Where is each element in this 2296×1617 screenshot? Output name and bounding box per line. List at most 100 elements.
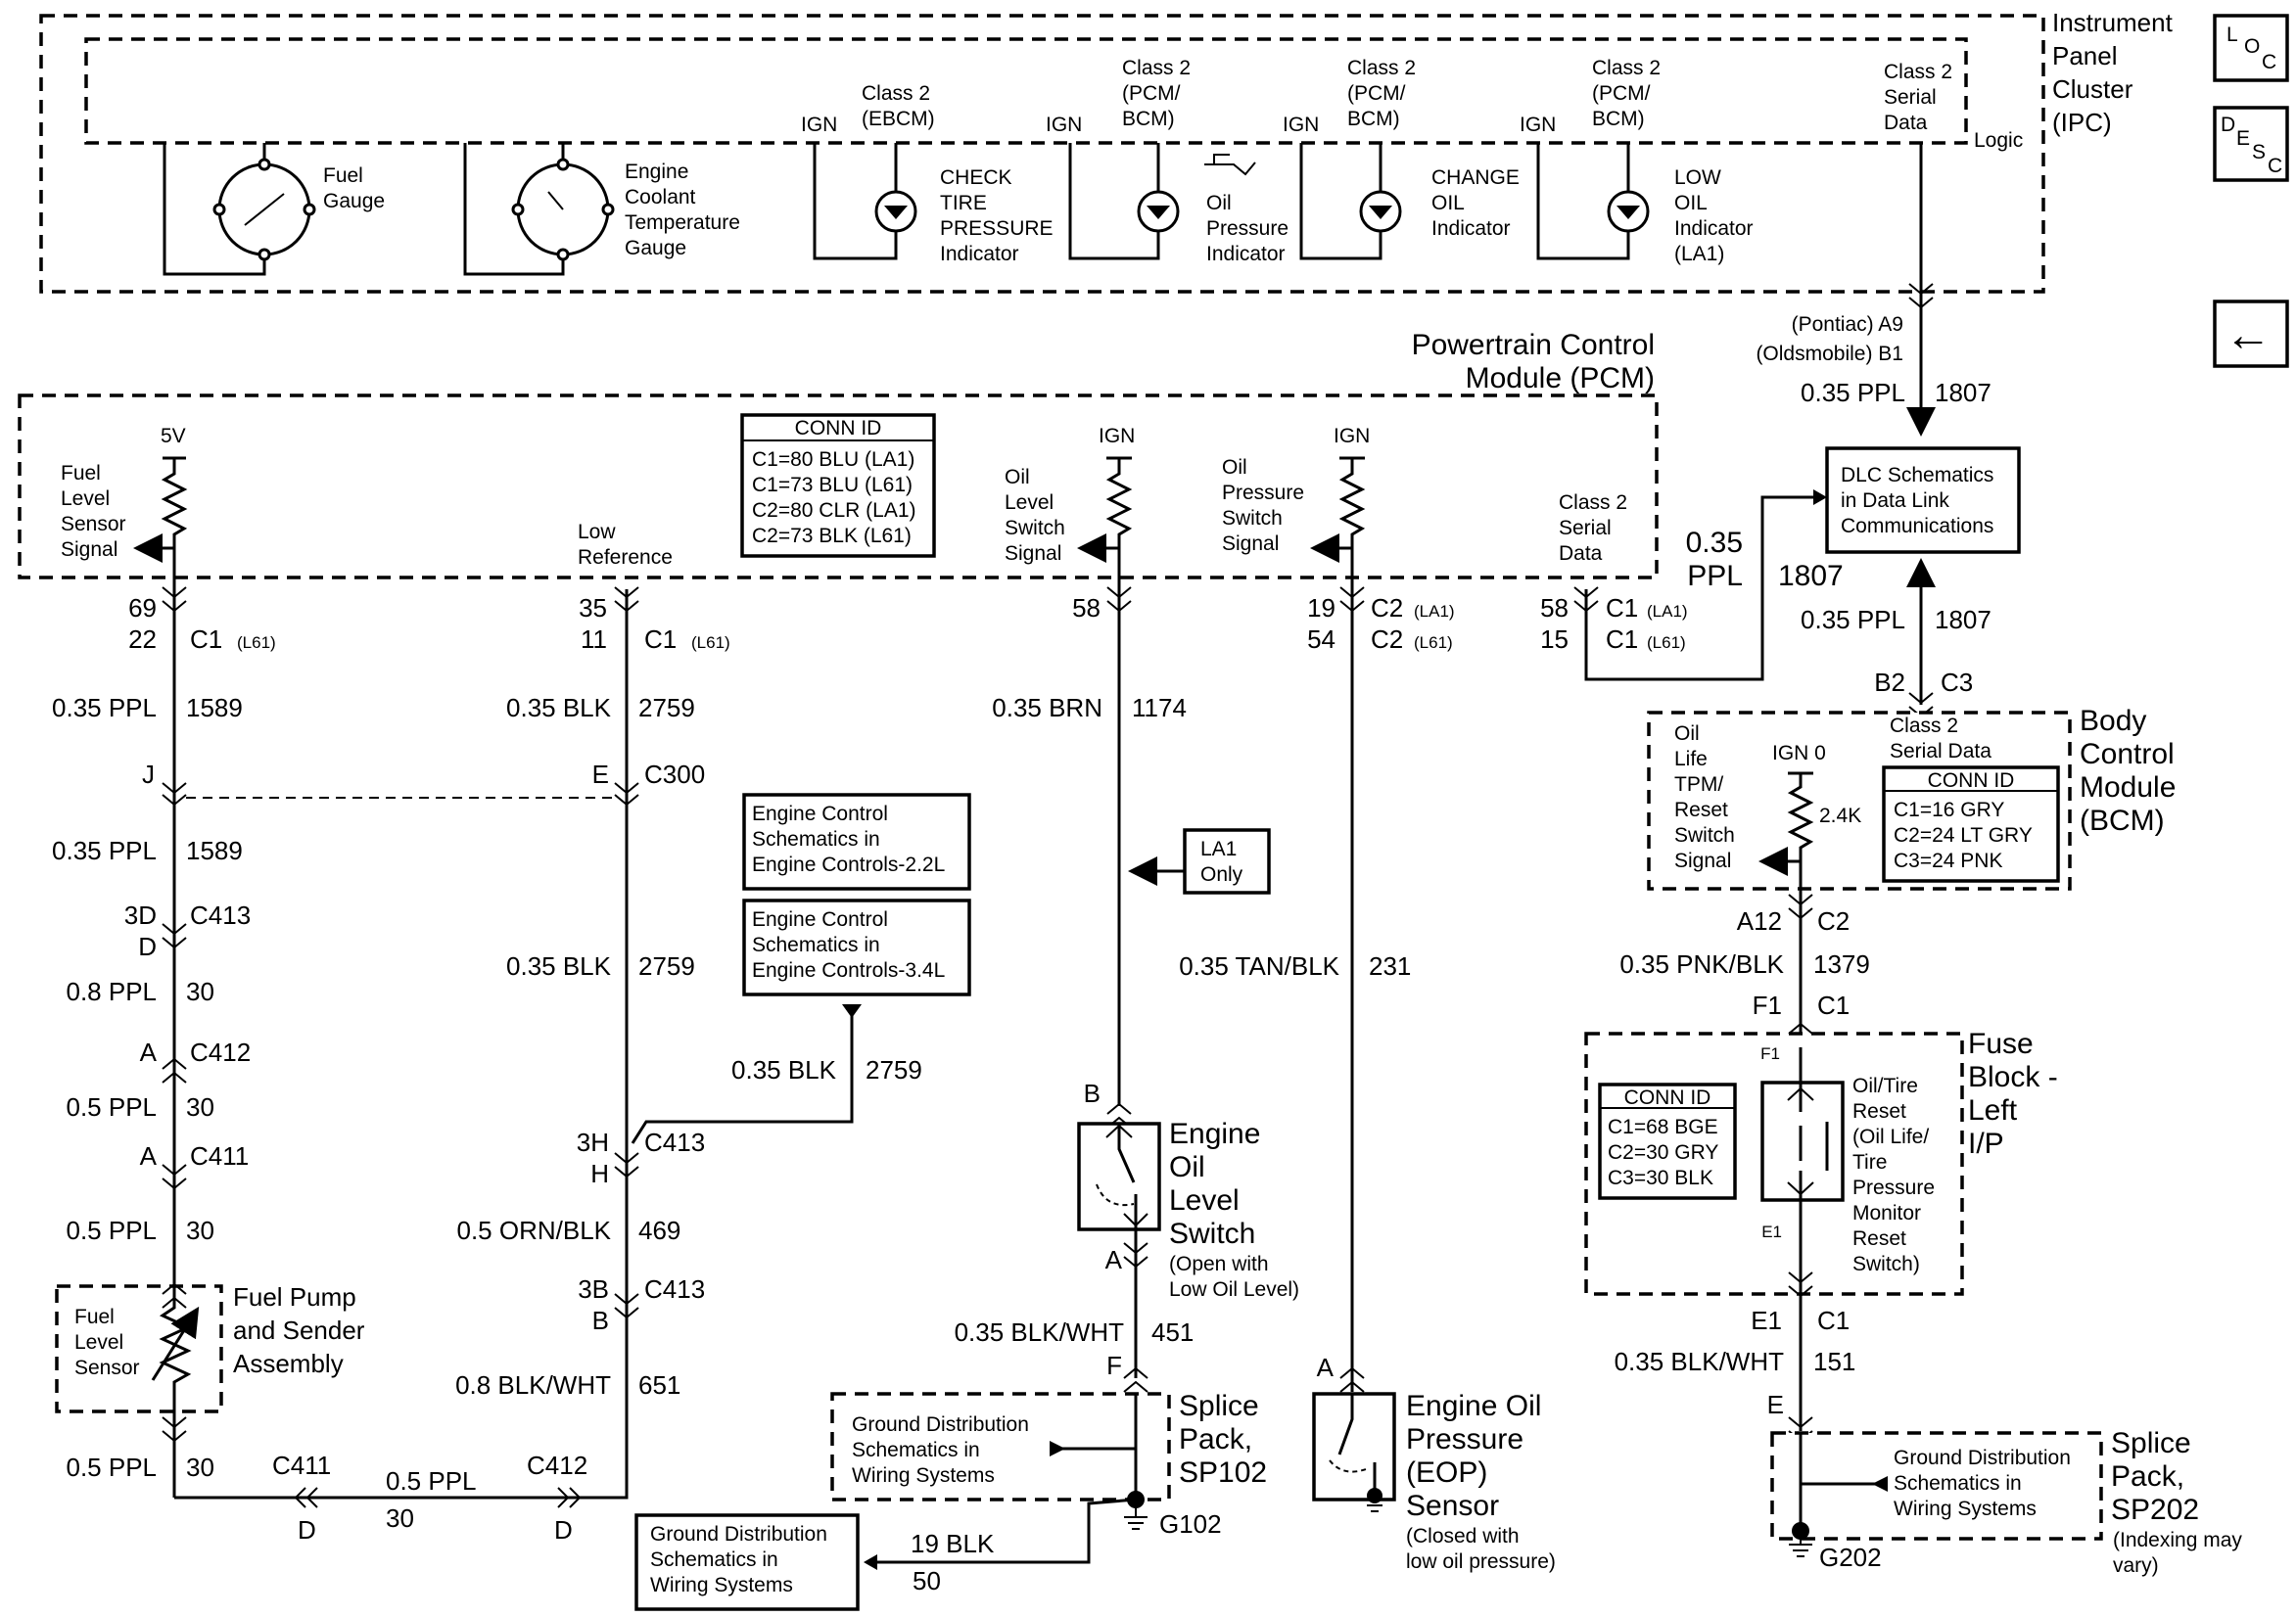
fuel-gauge-terminal-top bbox=[258, 158, 271, 171]
oil-switch-1: Engine bbox=[1169, 1118, 1260, 1150]
c2-c413a: C413 bbox=[644, 1128, 705, 1157]
desc-e: E bbox=[2236, 127, 2250, 150]
pcm-class2-3: Data bbox=[1559, 542, 1603, 565]
engine-control-34-box[interactable] bbox=[742, 899, 971, 996]
pin-l61-b: (L61) bbox=[691, 633, 730, 652]
c5-e: E bbox=[1767, 1390, 1784, 1419]
bcm-reset-5: Switch bbox=[1674, 824, 1735, 847]
dlc-box[interactable] bbox=[1825, 446, 2021, 554]
fb-conn-3: C3=30 BLK bbox=[1608, 1167, 1713, 1189]
oil-switch-note-2: Low Oil Level) bbox=[1169, 1278, 1299, 1301]
pin-22: 22 bbox=[128, 624, 157, 654]
oil-pressure-3: Switch bbox=[1222, 507, 1283, 530]
c2-w4: 0.8 BLK/WHT bbox=[455, 1370, 611, 1400]
ign-label-1: IGN bbox=[801, 114, 837, 136]
loc-button-frame[interactable] bbox=[2213, 14, 2289, 82]
ipc-logic-outline bbox=[84, 37, 1968, 145]
g102-label: G102 bbox=[1159, 1509, 1222, 1539]
oil-level-switch-box bbox=[1077, 1122, 1161, 1231]
gd3-1: Ground Distribution bbox=[1894, 1447, 2071, 1469]
coolant-gauge-needle bbox=[547, 191, 564, 210]
oil-switch-note-1: (Open with bbox=[1169, 1253, 1269, 1275]
coolant-gauge-label-3: Temperature bbox=[625, 211, 740, 234]
g202-ground-icon bbox=[1789, 1531, 1812, 1557]
low-oil-2: OIL bbox=[1674, 192, 1708, 214]
c1-3d: 3D bbox=[124, 901, 157, 930]
ipc-outline bbox=[39, 14, 2045, 294]
c2-3h: 3H bbox=[577, 1128, 609, 1157]
back-button[interactable]: ← bbox=[2213, 300, 2289, 368]
ipc-dlc-circuit: 1807 bbox=[1935, 378, 1991, 407]
c4-c1: 231 bbox=[1369, 951, 1411, 981]
c5-b2: B2 bbox=[1874, 668, 1905, 697]
bcm-title-1: Body bbox=[2080, 705, 2146, 737]
branch-wire bbox=[631, 1004, 854, 1144]
pcm-conn-id-title: CONN ID bbox=[795, 417, 882, 439]
la1-1: LA1 bbox=[1200, 838, 1237, 860]
pontiac-pin: (Pontiac) A9 bbox=[1792, 313, 1903, 336]
pin-c1-d: C1 bbox=[1606, 624, 1638, 654]
fuse-title-4: I/P bbox=[1968, 1128, 2004, 1160]
oil-level-2: Level bbox=[1005, 491, 1054, 514]
gd2-2: Schematics in bbox=[650, 1548, 778, 1571]
pcm-class2-2: Serial bbox=[1559, 517, 1612, 539]
coolant-gauge-terminal-top bbox=[556, 158, 570, 171]
low-oil-3: Indicator bbox=[1674, 217, 1754, 240]
bcm-conn-id-title: CONN ID bbox=[1928, 769, 2015, 792]
eop-3: (EOP) bbox=[1406, 1456, 1487, 1489]
oil-pressure-1: Oil bbox=[1222, 456, 1247, 479]
ign-label-3: IGN bbox=[1283, 114, 1319, 136]
class2-pcm-2b: (PCM/ bbox=[1347, 82, 1406, 105]
gd2-box[interactable] bbox=[634, 1513, 860, 1611]
c1-c413-chevron bbox=[162, 923, 187, 949]
oil-switch-4: Switch bbox=[1169, 1218, 1255, 1250]
sp102-tap-arrow bbox=[1050, 1441, 1065, 1456]
change-oil-1: CHANGE bbox=[1431, 166, 1520, 189]
dlc-reference[interactable]: DLC Schematics in Data Link Communicatio… bbox=[1825, 446, 2021, 554]
engine-control-22-box[interactable] bbox=[742, 793, 971, 891]
c2-c413b: C413 bbox=[644, 1274, 705, 1304]
check-tire-wire bbox=[813, 143, 898, 260]
c1-w4: 0.5 PPL bbox=[66, 1092, 157, 1122]
change-oil-led-diode bbox=[1369, 206, 1392, 219]
pcm-title-2: Module (PCM) bbox=[1466, 362, 1655, 394]
loc-button[interactable]: L O C bbox=[2213, 14, 2289, 82]
gd1-3: Wiring Systems bbox=[852, 1464, 995, 1487]
engine-control-refs[interactable]: Engine Control Schematics in Engine Cont… bbox=[742, 793, 971, 996]
pcm-conn-id-1: C1=80 BLU (LA1) bbox=[752, 448, 914, 471]
class2-ebcm-1: Class 2 bbox=[862, 82, 930, 105]
sp202-note-2: vary) bbox=[2113, 1554, 2159, 1577]
c5-c3n: 151 bbox=[1813, 1347, 1855, 1376]
coolant-gauge-terminal-left bbox=[511, 203, 525, 216]
oil-level-switch-float bbox=[1096, 1183, 1135, 1206]
pcm-conn-id-4: C2=73 BLK (L61) bbox=[752, 525, 912, 547]
c1-c6: 30 bbox=[186, 1453, 214, 1482]
c1-bottom-circ: 30 bbox=[386, 1503, 414, 1533]
desc-s: S bbox=[2252, 141, 2266, 163]
c5-w1: 0.35 PPL bbox=[1801, 605, 1905, 634]
eop-2: Pressure bbox=[1406, 1423, 1523, 1455]
fuel-gauge-terminal-bottom bbox=[258, 248, 271, 261]
desc-button[interactable]: D E S C bbox=[2213, 106, 2289, 182]
eop-note-2: low oil pressure) bbox=[1406, 1550, 1556, 1573]
pcm-outline bbox=[18, 393, 1659, 579]
gd2-3: Wiring Systems bbox=[650, 1574, 793, 1596]
coolant-gauge-label-2: Coolant bbox=[625, 186, 696, 208]
c2-c3: 469 bbox=[638, 1216, 680, 1245]
oil-can-icon bbox=[1204, 154, 1256, 176]
oil-level-switch-contact bbox=[1117, 1124, 1138, 1229]
loc-l: L bbox=[2226, 23, 2238, 46]
c412-bottom-chevron bbox=[557, 1487, 582, 1508]
eop-note-1: (Closed with bbox=[1406, 1525, 1520, 1548]
c2-c1: 2759 bbox=[638, 693, 695, 722]
oil-level-3: Switch bbox=[1005, 517, 1065, 539]
back-button-frame[interactable] bbox=[2213, 300, 2289, 368]
e1-chevron bbox=[1788, 1271, 1813, 1298]
c2-w3: 0.5 ORN/BLK bbox=[456, 1216, 611, 1245]
sp102-3: SP102 bbox=[1179, 1456, 1267, 1489]
pcm-title-1: Powertrain Control bbox=[1412, 329, 1655, 361]
fb-conn-1: C1=68 BGE bbox=[1608, 1116, 1718, 1138]
c5-c1: 1807 bbox=[1935, 605, 1991, 634]
desc-button-frame[interactable] bbox=[2213, 106, 2289, 182]
desc-d: D bbox=[2221, 114, 2235, 136]
